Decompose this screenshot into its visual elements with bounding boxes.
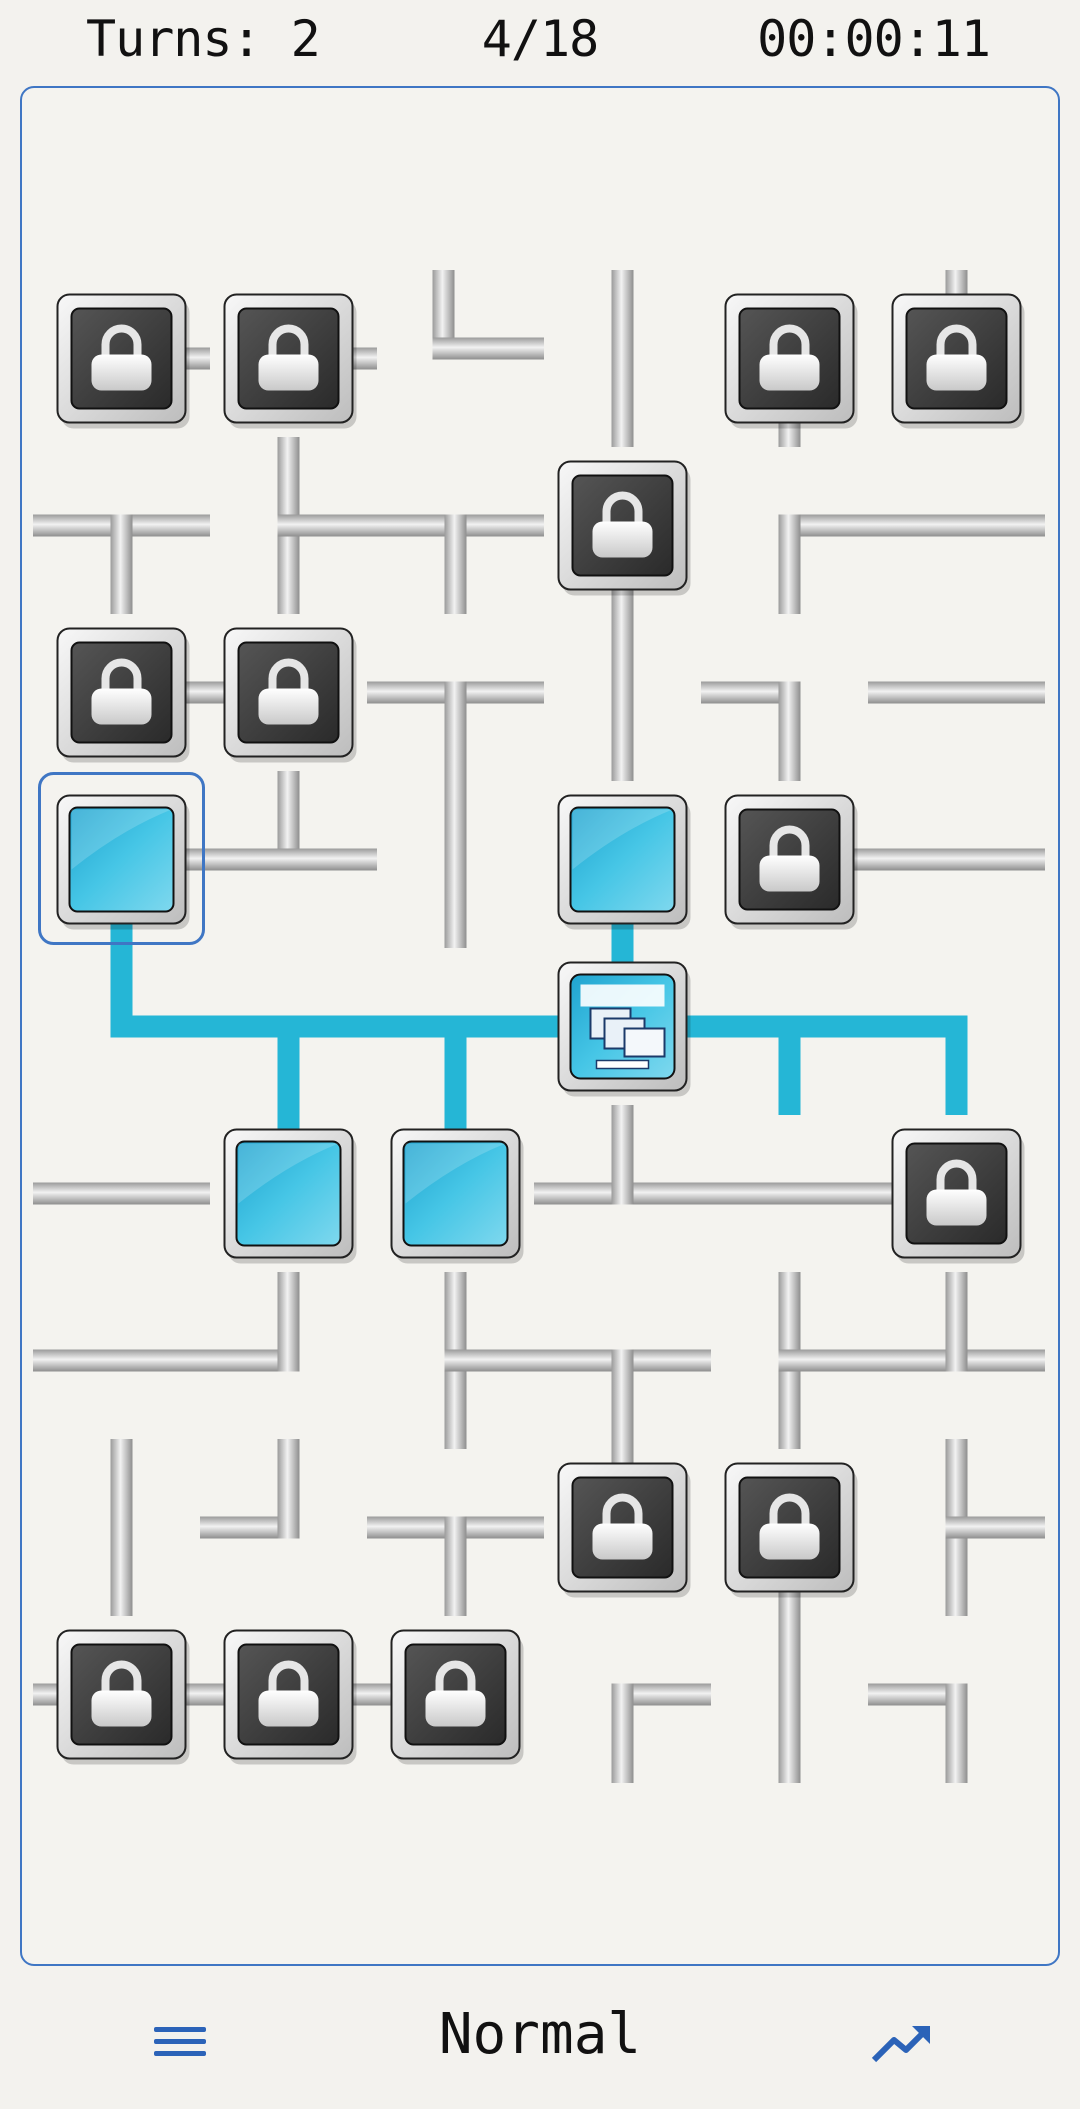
lock-icon xyxy=(91,324,152,391)
locked-tile[interactable] xyxy=(557,460,691,596)
locked-tile[interactable] xyxy=(557,1462,691,1598)
server-tile[interactable] xyxy=(557,961,691,1097)
pipe-segment xyxy=(778,1349,1045,1372)
client-tile[interactable] xyxy=(557,794,691,930)
locked-tile[interactable] xyxy=(223,293,357,429)
lock-icon xyxy=(759,825,820,892)
locked-tile[interactable] xyxy=(390,1629,524,1765)
pipe-segment xyxy=(778,514,801,614)
pipe-segment xyxy=(432,337,544,360)
trending-up-icon[interactable] xyxy=(868,2016,934,2072)
locked-tile[interactable] xyxy=(56,1629,190,1765)
lock-icon xyxy=(258,658,319,725)
locked-tile[interactable] xyxy=(223,627,357,763)
lock-icon xyxy=(759,1493,820,1560)
pipe-segment xyxy=(945,1272,968,1372)
locked-tile[interactable] xyxy=(724,794,858,930)
locked-tile[interactable] xyxy=(56,627,190,763)
lock-icon xyxy=(91,1660,152,1727)
pipe-segment xyxy=(534,1182,968,1205)
pipe-segment xyxy=(611,1683,711,1706)
pipe-segment xyxy=(33,1182,210,1205)
locked-tile[interactable] xyxy=(891,293,1025,429)
lock-icon xyxy=(258,324,319,391)
lock-icon xyxy=(926,324,987,391)
locked-tile[interactable] xyxy=(223,1629,357,1765)
pipe-segment xyxy=(444,514,467,614)
locked-tile[interactable] xyxy=(56,293,190,429)
pipe-segment xyxy=(200,1516,300,1539)
pipe-segment xyxy=(444,1349,711,1372)
pipe-segment xyxy=(444,681,467,948)
lock-icon xyxy=(425,1660,486,1727)
selection-highlight xyxy=(38,772,205,945)
pipe-segment xyxy=(868,681,1045,704)
pipe-segment xyxy=(945,1516,1045,1539)
pipe-segment xyxy=(611,604,634,781)
pipe-segment xyxy=(945,1683,968,1783)
bottom-toolbar: Normal xyxy=(0,1980,1080,2109)
connected-progress: 4/18 xyxy=(481,10,599,68)
pipe-grid[interactable] xyxy=(0,0,1080,1980)
network-server-icon xyxy=(580,984,666,1070)
pipe-segment xyxy=(611,270,634,447)
lock-icon xyxy=(91,658,152,725)
pipe-segment xyxy=(701,681,801,704)
pipe-segment xyxy=(277,1272,300,1372)
pipe-segment xyxy=(611,1105,634,1205)
water-pipe xyxy=(110,1015,634,1038)
turns-counter: Turns: 2 xyxy=(86,4,321,74)
lock-icon xyxy=(592,491,653,558)
difficulty-mode[interactable]: Normal xyxy=(438,2002,642,2067)
pipe-segment xyxy=(277,771,300,871)
water-pipe xyxy=(778,1015,801,1115)
status-bar: Turns: 2 4/18 00:00:11 xyxy=(0,0,1080,80)
pipe-segment xyxy=(33,1349,300,1372)
pipe-segment xyxy=(432,270,455,360)
client-tile[interactable] xyxy=(56,794,190,930)
hamburger-menu-icon[interactable] xyxy=(150,2020,210,2070)
client-tile[interactable] xyxy=(390,1128,524,1264)
elapsed-timer: 00:00:11 xyxy=(757,10,991,68)
pipe-segment xyxy=(868,514,1045,537)
pipe-segment xyxy=(778,681,801,781)
pipe-segment xyxy=(611,1683,634,1783)
pipe-segment xyxy=(110,1439,133,1616)
pipe-segment xyxy=(778,514,888,537)
locked-tile[interactable] xyxy=(724,1462,858,1598)
locked-tile[interactable] xyxy=(724,293,858,429)
pipe-segment xyxy=(277,514,377,537)
pipe-segment xyxy=(110,514,133,614)
pipe-segment xyxy=(444,1516,467,1616)
water-pipe xyxy=(945,1015,968,1115)
turns-label: Turns: xyxy=(86,10,262,68)
turns-value: 2 xyxy=(290,10,321,68)
locked-tile[interactable] xyxy=(891,1128,1025,1264)
pipe-segment xyxy=(277,1439,300,1539)
client-tile[interactable] xyxy=(223,1128,357,1264)
pipe-segment xyxy=(868,1683,968,1706)
lock-icon xyxy=(759,324,820,391)
lock-icon xyxy=(592,1493,653,1560)
lock-icon xyxy=(926,1159,987,1226)
lock-icon xyxy=(258,1660,319,1727)
